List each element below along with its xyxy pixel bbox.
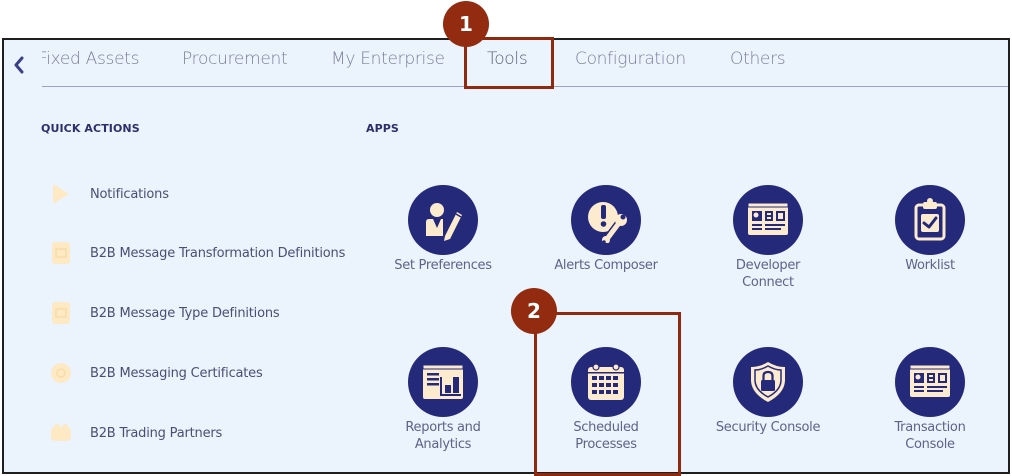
quick-action-label: Notifications xyxy=(90,186,169,202)
quick-action-b2b-messaging-certificates[interactable]: B2B Messaging Certificates xyxy=(50,361,263,385)
tab-bar-divider xyxy=(42,86,1008,87)
calendar-icon xyxy=(588,363,624,400)
dashboard-icon xyxy=(747,202,789,235)
app-label: Developer Connect xyxy=(735,258,801,290)
tab-procurement[interactable]: Procurement xyxy=(182,49,288,69)
quick-action-b2b-trading-partners[interactable]: B2B Trading Partners xyxy=(50,421,222,445)
quick-action-label: B2B Trading Partners xyxy=(90,425,223,441)
quick-actions-heading: QUICK ACTIONS xyxy=(41,122,140,135)
app-icon-circle xyxy=(895,185,965,255)
quick-action-label: B2B Messaging Certificates xyxy=(90,365,263,381)
navigator-tab-bar: Fixed Assets Procurement My Enterprise T… xyxy=(4,40,1008,87)
quick-action-notifications[interactable]: Notifications xyxy=(50,182,169,206)
clipboard-check-icon xyxy=(914,198,946,241)
app-scheduled-processes[interactable]: Scheduled Processes xyxy=(536,347,676,453)
app-label: Security Console xyxy=(715,420,821,435)
callout-badge-1: 1 xyxy=(443,1,489,47)
alert-wrench-icon xyxy=(588,202,627,243)
app-label: Scheduled Processes xyxy=(573,420,639,452)
tab-configuration[interactable]: Configuration xyxy=(575,49,686,69)
app-worklist[interactable]: Worklist xyxy=(860,185,1000,274)
app-icon-circle xyxy=(408,347,478,417)
tab-fixed-assets[interactable]: Fixed Assets xyxy=(38,49,140,69)
shield-lock-icon xyxy=(751,362,785,402)
quick-action-b2b-message-type-definitions[interactable]: B2B Message Type Definitions xyxy=(50,301,280,325)
app-label: Reports and Analytics xyxy=(405,420,481,452)
app-label: Worklist xyxy=(905,258,955,273)
app-icon-circle xyxy=(408,185,478,255)
quick-action-label: B2B Message Transformation Definitions xyxy=(90,245,346,261)
app-label: Set Preferences xyxy=(394,258,492,273)
quick-action-b2b-message-transformation-definitions[interactable]: B2B Message Transformation Definitions xyxy=(50,241,345,265)
app-icon-circle xyxy=(733,185,803,255)
app-icon-circle xyxy=(733,347,803,417)
document-icon xyxy=(50,301,72,325)
callout-badge-2: 2 xyxy=(511,288,557,334)
app-developer-connect[interactable]: Developer Connect xyxy=(698,185,838,291)
app-alerts-composer[interactable]: Alerts Composer xyxy=(536,185,676,274)
app-label: Transaction Console xyxy=(894,420,966,452)
notification-flag-icon xyxy=(50,182,72,206)
tab-my-enterprise[interactable]: My Enterprise xyxy=(331,49,445,69)
app-icon-circle xyxy=(571,347,641,417)
certificate-gear-icon xyxy=(50,361,72,385)
report-chart-icon xyxy=(422,364,464,399)
back-button[interactable] xyxy=(11,55,27,75)
app-icon-circle xyxy=(571,185,641,255)
dashboard-icon xyxy=(909,364,951,397)
app-icon-circle xyxy=(895,347,965,417)
chevron-left-icon xyxy=(14,56,24,74)
app-transaction-console[interactable]: Transaction Console xyxy=(860,347,1000,453)
app-security-console[interactable]: Security Console xyxy=(698,347,838,436)
tab-others[interactable]: Others xyxy=(730,49,786,69)
document-icon xyxy=(50,241,72,265)
app-reports-and-analytics[interactable]: Reports and Analytics xyxy=(373,347,513,453)
app-label: Alerts Composer xyxy=(554,258,658,273)
app-set-preferences[interactable]: Set Preferences xyxy=(373,185,513,274)
apps-heading: APPS xyxy=(366,122,399,135)
user-edit-icon xyxy=(426,203,462,241)
partners-icon xyxy=(50,421,72,445)
quick-action-label: B2B Message Type Definitions xyxy=(90,305,280,321)
tab-tools[interactable]: Tools xyxy=(487,49,528,69)
navigator-panel: Fixed Assets Procurement My Enterprise T… xyxy=(2,38,1010,474)
